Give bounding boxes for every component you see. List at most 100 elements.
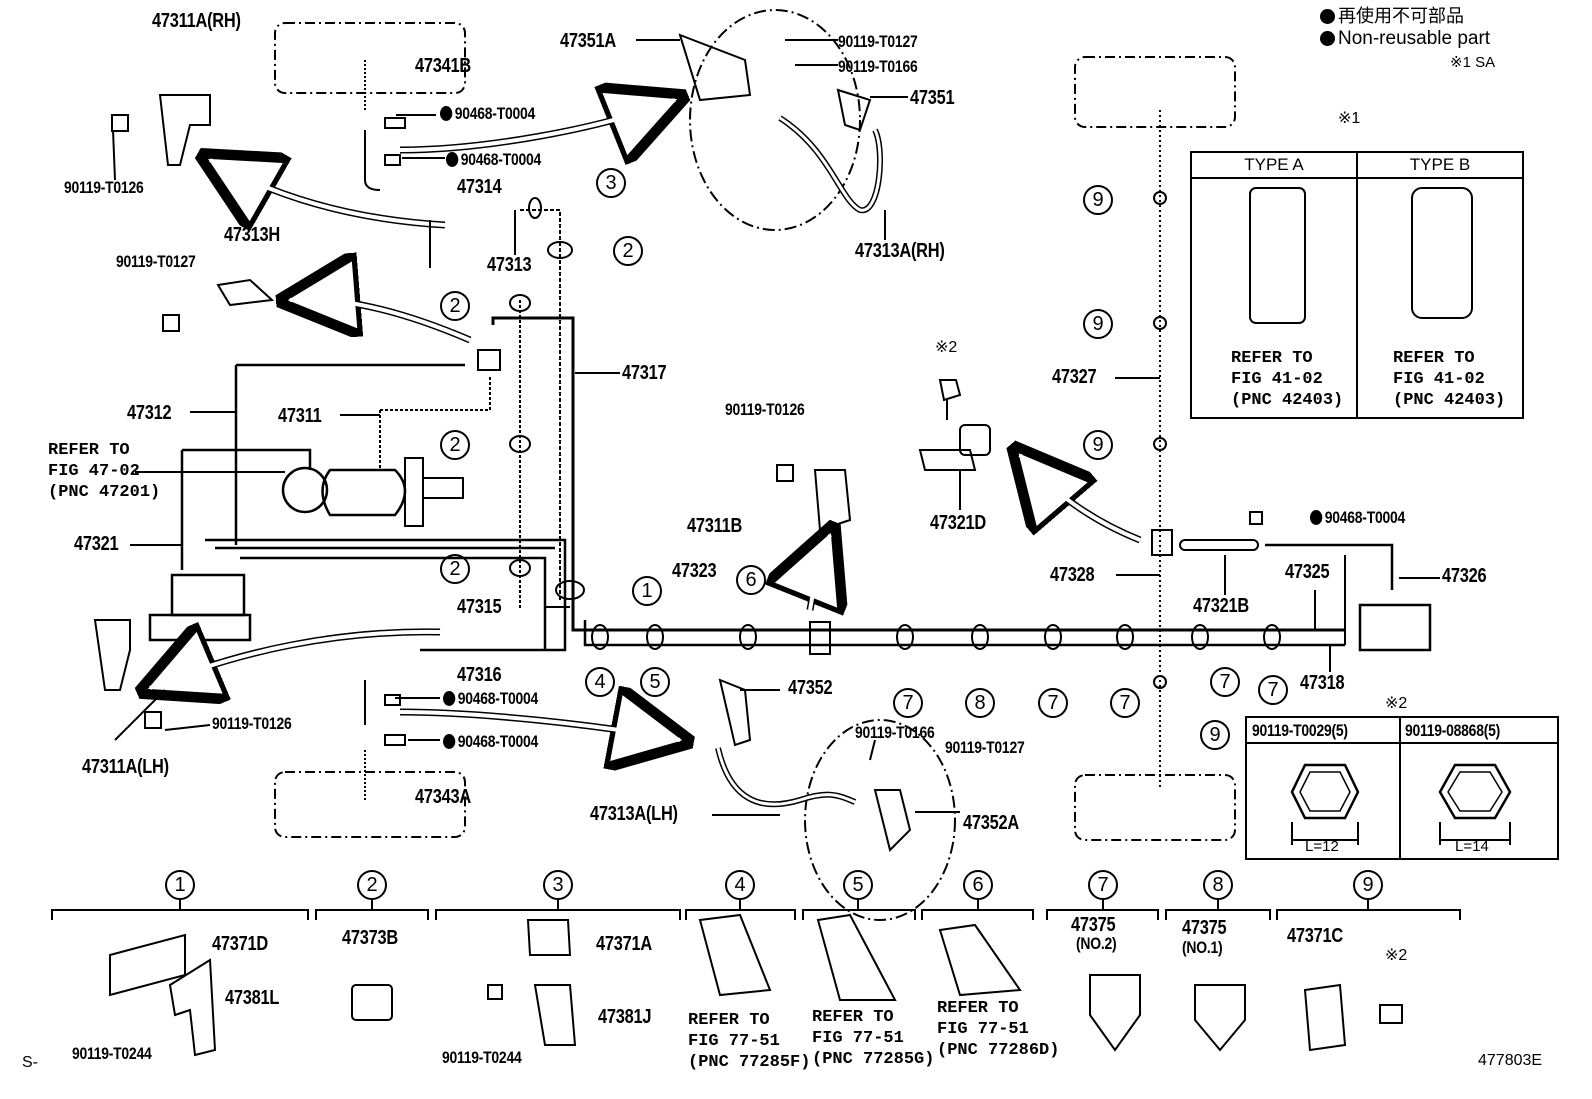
ref-mark: ※2 bbox=[1385, 695, 1408, 712]
part-label: 47352 bbox=[788, 677, 833, 699]
tube-47318 bbox=[583, 620, 1345, 647]
group-callout-8: 8 bbox=[1203, 870, 1233, 900]
phantom-circle-rh bbox=[689, 9, 861, 231]
part-label: (NO.1) bbox=[1182, 938, 1223, 957]
group-callout-4: 4 bbox=[725, 870, 755, 900]
ref-mark: ※1 bbox=[1338, 110, 1361, 127]
non-reusable-dot-icon bbox=[443, 734, 456, 749]
part-label: 47375 bbox=[1182, 917, 1227, 939]
part-label: 47373B bbox=[342, 927, 398, 949]
non-reusable-dot-icon bbox=[1320, 31, 1335, 46]
callout-2: 2 bbox=[440, 430, 470, 460]
bolt-a-header: 90119-T0029(5) bbox=[1252, 721, 1348, 740]
part-label: 47371D bbox=[212, 933, 268, 955]
footer-left: S- bbox=[22, 1054, 38, 1071]
callout-9: 9 bbox=[1083, 309, 1113, 339]
part-label: 47321B bbox=[1193, 595, 1249, 617]
non-reusable-dot-icon bbox=[443, 691, 456, 706]
part-label: 47325 bbox=[1285, 561, 1330, 583]
part-label: 47375 bbox=[1071, 914, 1116, 936]
part-label: 47312 bbox=[127, 402, 172, 424]
part-label: 47313A(RH) bbox=[855, 240, 945, 262]
callout-1: 1 bbox=[632, 576, 662, 606]
part-label: 47314 bbox=[457, 176, 502, 198]
part-label: 47311A(LH) bbox=[82, 756, 169, 778]
phantom-circle-lh bbox=[804, 719, 956, 921]
part-label: 47316 bbox=[457, 664, 502, 686]
legend-en: Non-reusable part bbox=[1320, 28, 1490, 50]
tube-47315 bbox=[205, 538, 567, 652]
part-label: 90119-T0244 bbox=[72, 1044, 152, 1063]
callout-2: 2 bbox=[613, 236, 643, 266]
tube-47326 bbox=[1265, 543, 1394, 590]
group-callout-9: 9 bbox=[1353, 870, 1383, 900]
callout-2: 2 bbox=[440, 554, 470, 584]
legend-jp: 再使用不可部品 bbox=[1320, 5, 1464, 27]
type-a-header: TYPE A bbox=[1244, 155, 1304, 174]
group-callout-1: 1 bbox=[165, 870, 195, 900]
legend-note: ※1 SA bbox=[1450, 54, 1496, 71]
callout-7: 7 bbox=[1110, 688, 1140, 718]
part-label: 47313A(LH) bbox=[590, 803, 678, 825]
part-label: 90119-T0244 bbox=[442, 1048, 522, 1067]
part-label: 47381L bbox=[225, 987, 280, 1009]
part-label: 47371C bbox=[1287, 925, 1343, 947]
group-callout-3: 3 bbox=[543, 870, 573, 900]
part-label: 47351A bbox=[560, 30, 616, 52]
non-reusable-dot-icon bbox=[440, 106, 453, 121]
bolt-a-length: L=12 bbox=[1305, 838, 1339, 855]
part-label: 47327 bbox=[1052, 366, 1097, 388]
part-label: 47328 bbox=[1050, 564, 1095, 586]
part-label: 90119-T0126 bbox=[64, 178, 144, 197]
part-label: 90119-T0127 bbox=[838, 32, 918, 51]
part-label: 47381J bbox=[598, 1006, 652, 1028]
non-reusable-dot-icon bbox=[1320, 9, 1335, 24]
part-label: 47321D bbox=[930, 512, 986, 534]
part-label: 47318 bbox=[1300, 672, 1345, 694]
part-label: 90119-T0126 bbox=[725, 400, 805, 419]
phantom-box-top-left bbox=[274, 22, 466, 94]
callout-9: 9 bbox=[1083, 430, 1113, 460]
part-label: 47323 bbox=[672, 560, 717, 582]
callout-5: 5 bbox=[640, 667, 670, 697]
part-label: 47313 bbox=[487, 254, 532, 276]
part-label: 47352A bbox=[963, 812, 1019, 834]
footer-code: 477803E bbox=[1478, 1052, 1543, 1069]
part-label: 47317 bbox=[622, 362, 667, 384]
callout-2: 2 bbox=[440, 291, 470, 321]
part-label: 47351 bbox=[910, 87, 955, 109]
part-label: 47311B bbox=[687, 515, 743, 537]
part-label: 90468-T0004 bbox=[443, 689, 538, 708]
bolt-b-length: L=14 bbox=[1455, 838, 1489, 855]
ref-mark: ※2 bbox=[935, 339, 958, 356]
group-callout-5: 5 bbox=[843, 870, 873, 900]
part-label: 47343A bbox=[415, 786, 471, 808]
part-label: 90119-T0127 bbox=[945, 738, 1025, 757]
part-label: 90119-T0166 bbox=[855, 723, 935, 742]
part-label: 90468-T0004 bbox=[1310, 508, 1405, 527]
group-callout-2: 2 bbox=[357, 870, 387, 900]
part-label: 47315 bbox=[457, 596, 502, 618]
callout-7: 7 bbox=[1038, 688, 1068, 718]
part-label: 90468-T0004 bbox=[446, 150, 541, 169]
part-label: 90119-T0166 bbox=[838, 57, 918, 76]
callout-4: 4 bbox=[585, 667, 615, 697]
callout-7: 7 bbox=[893, 688, 923, 718]
callout-9: 9 bbox=[1200, 720, 1230, 750]
callout-3: 3 bbox=[596, 168, 626, 198]
callout-9: 9 bbox=[1083, 185, 1113, 215]
phantom-box-bottom-left bbox=[274, 771, 466, 838]
callout-7: 7 bbox=[1258, 675, 1288, 705]
part-label: (NO.2) bbox=[1076, 934, 1117, 953]
part-label: 90119-T0127 bbox=[116, 252, 196, 271]
part-label: 47321 bbox=[74, 533, 119, 555]
group-callout-7: 7 bbox=[1088, 870, 1118, 900]
part-label: 90468-T0004 bbox=[440, 104, 535, 123]
